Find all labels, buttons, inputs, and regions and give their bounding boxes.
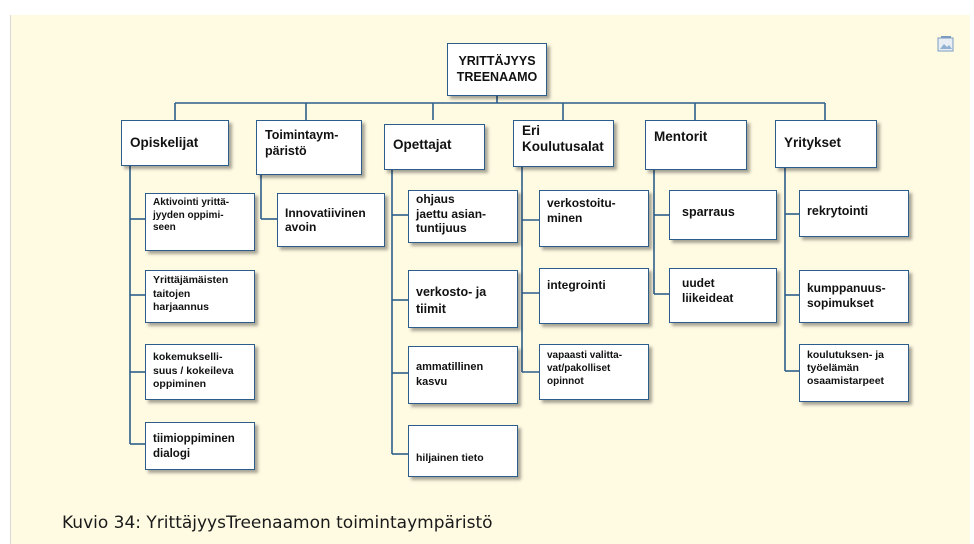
item-box: koulutuksen- ja työelämän osaamistarpeet <box>799 344 909 402</box>
category-box-toimintaymparisto: Toimintaym- päristö <box>256 120 362 175</box>
item-box: Innovatiivinen avoin <box>277 193 385 247</box>
item-box: ammatillinen kasvu <box>408 346 518 404</box>
category-box-eri-koulutusalat: Eri Koulutusalat <box>513 120 614 167</box>
figure-caption: Kuvio 34: YrittäjyysTreenaamon toimintay… <box>62 513 493 533</box>
category-box-opiskelijat: Opiskelijat <box>121 120 229 166</box>
item-box: ohjaus jaettu asian- tuntijuus <box>408 190 518 243</box>
item-box: tiimioppiminen dialogi <box>145 422 255 470</box>
item-box: hiljainen tieto <box>408 425 518 477</box>
image-icon[interactable] <box>936 34 956 54</box>
root-box: YRITTÄJYYS TREENAAMO <box>447 43 547 96</box>
category-box-mentorit: Mentorit <box>645 120 747 170</box>
item-box: verkosto- ja tiimit <box>408 270 518 328</box>
item-box: uudet liikeideat <box>669 268 777 323</box>
item-box: rekrytointi <box>799 190 909 237</box>
item-box: Yrittäjämäisten taitojen harjaannus <box>145 270 255 323</box>
category-box-opettajat: Opettajat <box>384 124 485 170</box>
item-box: vapaasti valitta- vat/pakolliset opinnot <box>539 344 649 400</box>
item-box: integrointi <box>539 268 649 324</box>
item-box: kokemukselli- suus / kokeileva oppiminen <box>145 344 255 400</box>
item-box: kumppanuus- sopimukset <box>799 270 909 323</box>
item-box: sparraus <box>669 190 777 240</box>
item-box: Aktivointi yrittä- jyyden oppimi- seen <box>145 193 255 251</box>
item-box: verkostoitu- minen <box>539 190 649 247</box>
category-box-yritykset: Yritykset <box>775 120 877 168</box>
